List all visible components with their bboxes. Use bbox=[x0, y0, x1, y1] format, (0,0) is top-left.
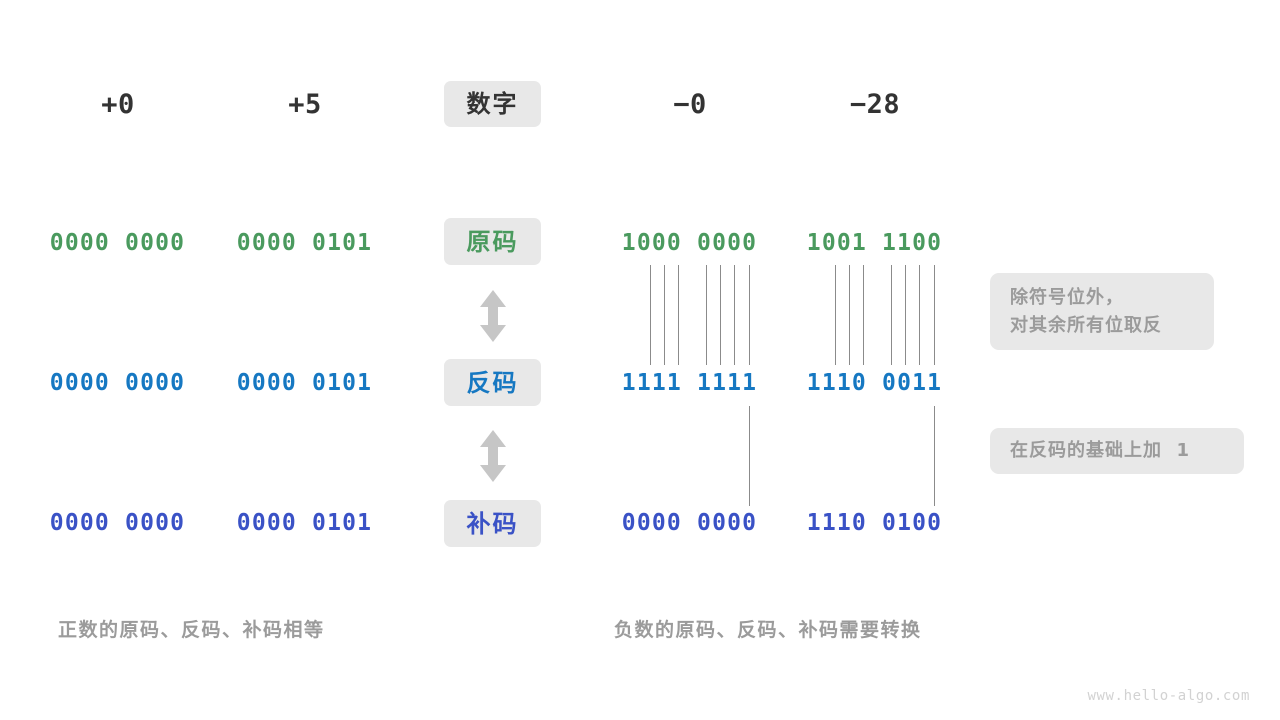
badge-sign-magnitude: 原码 bbox=[444, 218, 541, 265]
bits-sign-magnitude-plus-five: 0000 0101 bbox=[236, 229, 373, 256]
connector-line bbox=[749, 406, 750, 506]
connector-line bbox=[650, 265, 651, 365]
note-line: 在反码的基础上加 1 bbox=[1010, 440, 1191, 462]
connector-line bbox=[934, 265, 935, 365]
connector-line bbox=[849, 265, 850, 365]
connector-line bbox=[891, 265, 892, 365]
badge-number-header: 数字 bbox=[444, 81, 541, 127]
badge-ones-complement: 反码 bbox=[444, 359, 541, 406]
bits-ones-complement-plus-five: 0000 0101 bbox=[236, 369, 373, 396]
bits-twos-complement-minus-twentyeight: 1110 0100 bbox=[806, 509, 943, 536]
connector-line bbox=[678, 265, 679, 365]
bits-twos-complement-minus-zero: 0000 0000 bbox=[621, 509, 758, 536]
connector-line bbox=[734, 265, 735, 365]
bits-ones-complement-minus-zero: 1111 1111 bbox=[621, 369, 758, 396]
connector-line bbox=[664, 265, 665, 365]
connector-line bbox=[720, 265, 721, 365]
note-add-one-to-ones-complement: 在反码的基础上加 1 bbox=[990, 428, 1244, 474]
connector-line bbox=[749, 265, 750, 365]
connector-line bbox=[919, 265, 920, 365]
note-line: 除符号位外， bbox=[1010, 286, 1124, 308]
bits-twos-complement-plus-zero: 0000 0000 bbox=[49, 509, 186, 536]
note-invert-non-sign-bits: 除符号位外， 对其余所有位取反 bbox=[990, 273, 1214, 350]
connector-line bbox=[835, 265, 836, 365]
caption-positive-equal: 正数的原码、反码、补码相等 bbox=[58, 619, 325, 641]
double-arrow-ones-to-twos bbox=[475, 428, 511, 488]
bits-sign-magnitude-plus-zero: 0000 0000 bbox=[49, 229, 186, 256]
bits-sign-magnitude-minus-twentyeight: 1001 1100 bbox=[806, 229, 943, 256]
connector-line bbox=[905, 265, 906, 365]
header-number-minus-zero: −0 bbox=[673, 88, 707, 120]
bits-sign-magnitude-minus-zero: 1000 0000 bbox=[621, 229, 758, 256]
header-number-plus-zero: +0 bbox=[101, 88, 135, 120]
badge-twos-complement: 补码 bbox=[444, 500, 541, 547]
bits-ones-complement-minus-twentyeight: 1110 0011 bbox=[806, 369, 943, 396]
note-line: 对其余所有位取反 bbox=[1010, 314, 1162, 336]
header-number-minus-twentyeight: −28 bbox=[849, 88, 901, 120]
bits-ones-complement-plus-zero: 0000 0000 bbox=[49, 369, 186, 396]
header-number-plus-five: +5 bbox=[288, 88, 322, 120]
caption-negative-needs-conversion: 负数的原码、反码、补码需要转换 bbox=[614, 619, 922, 641]
connector-line bbox=[863, 265, 864, 365]
connector-line bbox=[706, 265, 707, 365]
double-arrow-sign-to-ones bbox=[475, 288, 511, 348]
connector-line bbox=[934, 406, 935, 506]
bits-twos-complement-plus-five: 0000 0101 bbox=[236, 509, 373, 536]
watermark: www.hello-algo.com bbox=[1087, 688, 1250, 704]
